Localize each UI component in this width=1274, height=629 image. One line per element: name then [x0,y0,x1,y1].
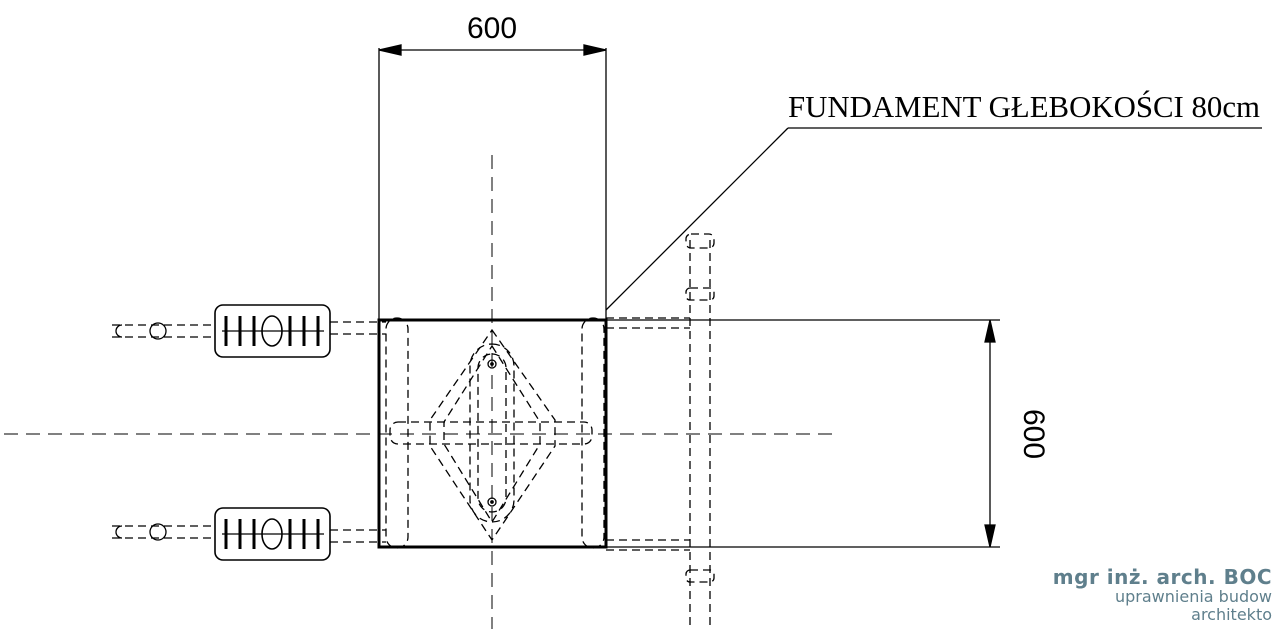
seat-bolts [487,359,497,507]
central-beam [389,421,593,445]
hidden-equipment [112,233,715,629]
seat-outline-inner [443,344,541,524]
pole-top-cap [685,233,715,249]
arrowhead-right [583,44,607,56]
crank-ends [115,322,167,541]
left-frame-rail [385,317,409,549]
height-dimension-label: 600 [1017,409,1050,459]
lower-crank-hub [149,523,167,541]
upper-crank-hub [149,322,167,340]
seat-outline-outer [429,328,556,542]
seat-bolt-top [487,359,497,369]
right-frame-rail [581,317,605,549]
seat-bolt-bottom [487,497,497,507]
foundation-outline [377,318,608,549]
lower-pedal-body [214,507,331,561]
top-width-dimension: 600 [378,12,607,320]
lower-crank-end [115,525,123,539]
upper-pedal-body [214,304,331,358]
seat-pad-inner [477,353,507,513]
foundation-callout: FUNDAMENT GŁEBOKOŚCI 80cm [605,89,1262,311]
leader-line [605,127,789,311]
upper-pedal [214,304,331,358]
pole-lower-clamp [685,569,715,583]
arrowhead-bottom [984,524,996,548]
stamp-architecture: architekto [1191,605,1272,624]
right-height-dimension: 600 [606,319,1050,548]
stamp-name: mgr inż. arch. BOC [1052,566,1272,589]
upper-crank-end [115,324,123,338]
seat-pad-outer [469,343,515,523]
foundation-depth-label: FUNDAMENT GŁEBOKOŚCI 80cm [788,89,1260,124]
pole-upper-clamp [685,287,715,301]
arrowhead-left [378,44,402,56]
center-lines [4,155,840,629]
stamp-permissions: uprawnienia budow [1115,587,1272,606]
architect-stamp: mgr inż. arch. BOC uprawnienia budow arc… [1034,566,1274,629]
arrowhead-top [984,319,996,343]
lower-pedal [214,507,331,561]
width-dimension-label: 600 [467,12,517,45]
